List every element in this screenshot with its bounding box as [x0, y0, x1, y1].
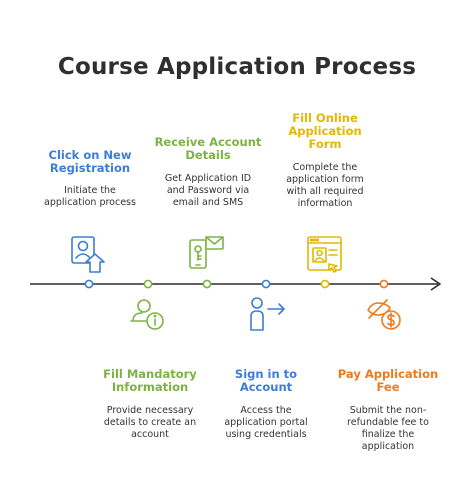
step-1-description: Initiate the application process — [44, 185, 136, 208]
step-5-description: Complete the application form with all r… — [286, 162, 364, 209]
phone-mail-key-icon — [189, 236, 224, 269]
timeline-dot-4 — [261, 279, 271, 289]
timeline-dot-1 — [84, 279, 94, 289]
step-5-title: Fill Online Application Form — [288, 111, 362, 151]
timeline-dot-5 — [320, 279, 330, 289]
step-6-description: Submit the non- refundable fee to finali… — [347, 405, 429, 452]
step-6-title: Pay Application Fee — [337, 367, 439, 394]
step-3-description: Get Application ID and Password via emai… — [164, 173, 252, 208]
timeline-dot-6 — [379, 279, 389, 289]
user-sign-in-icon — [250, 297, 285, 331]
step-4-title: Sign in to Account — [234, 367, 298, 394]
step-2-title: Fill Mandatory Information — [103, 367, 197, 394]
user-register-icon — [71, 236, 105, 273]
step-3-title: Receive Account Details — [154, 135, 262, 162]
step-1-title: Click on New Registration — [48, 148, 132, 175]
page-title: Course Application Process — [57, 54, 417, 80]
user-info-icon — [130, 299, 164, 330]
step-2-description: Provide necessary details to create an a… — [103, 405, 197, 440]
step-4-description: Access the application portal using cred… — [224, 405, 308, 440]
timeline-dot-2 — [143, 279, 153, 289]
fee-payment-icon — [367, 299, 401, 330]
timeline-dot-3 — [202, 279, 212, 289]
online-form-icon — [307, 236, 342, 273]
